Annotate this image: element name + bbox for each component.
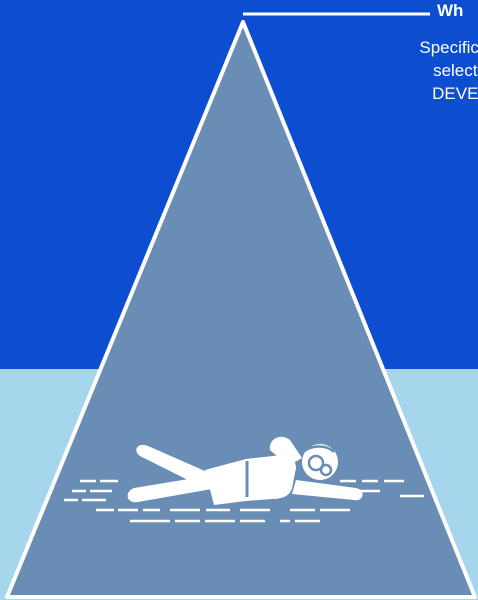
callout-line-2: selecte xyxy=(300,59,478,82)
callout-line-1: Specific sy xyxy=(300,36,478,59)
callout-line-3: DEVEL xyxy=(300,82,478,105)
callout-description: Specific sy selecte DEVEL xyxy=(300,36,478,105)
callout-title: Wh xyxy=(437,0,478,22)
